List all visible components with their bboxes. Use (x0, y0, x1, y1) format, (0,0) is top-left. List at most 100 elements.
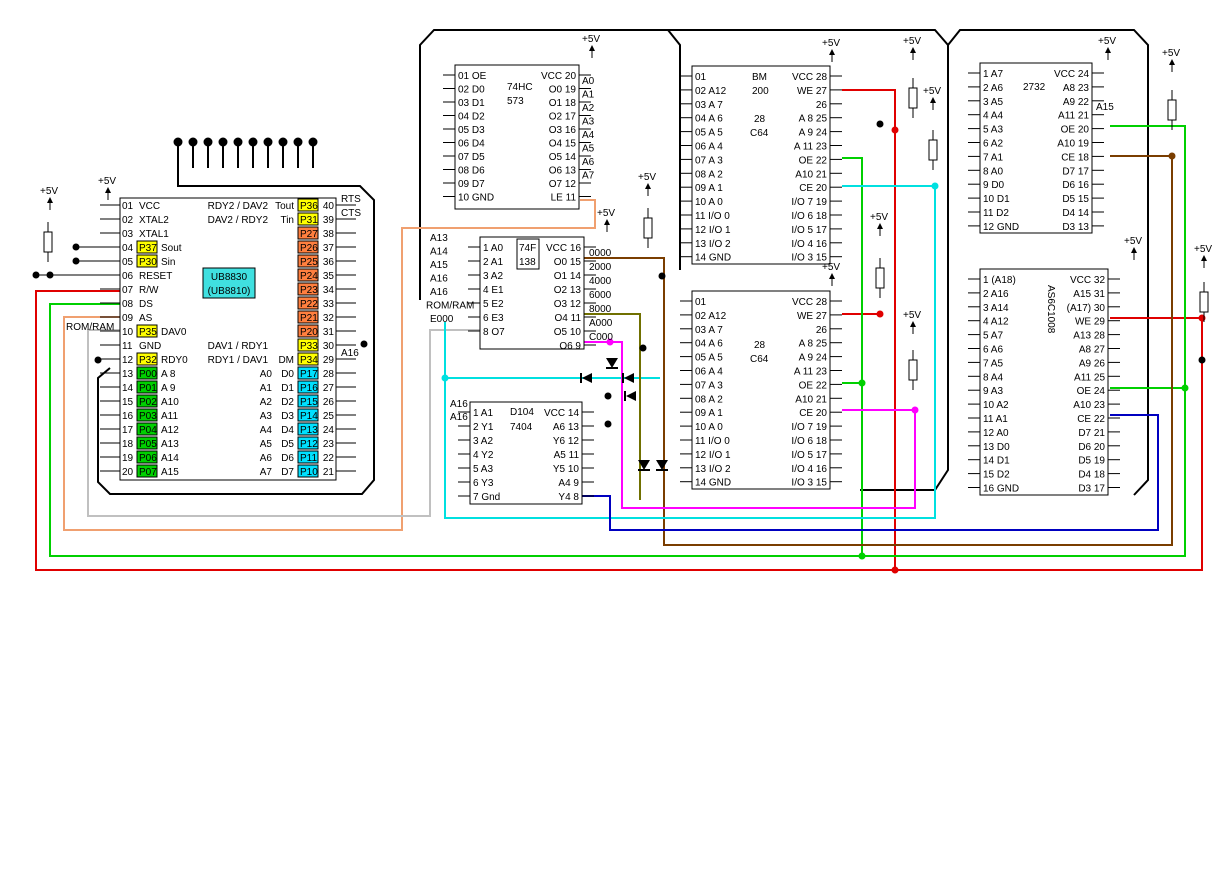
pin-label: RDY1 / DAV1 (208, 355, 269, 366)
pin-label: Y4 8 (558, 492, 579, 503)
pin-label: I/O 7 19 (791, 197, 827, 208)
pin-label: WE 29 (1075, 317, 1105, 328)
junction-dot (604, 420, 612, 428)
pin-label: Sin (161, 257, 175, 268)
pin-label: A5 11 (554, 450, 580, 461)
vcc-arrow (910, 47, 916, 53)
passive-components: +5V+5V+5V+5V+5V+5V+5V+5V+5V+5V+5V+5V+5V+… (40, 34, 1212, 471)
sram-title: 28 (754, 340, 766, 351)
pin-label: VCC 14 (544, 408, 579, 419)
pin-label: 2 A16 (983, 289, 1009, 300)
pin-label: LE 11 (551, 193, 577, 204)
resistor-body (908, 87, 918, 109)
port-cell (297, 310, 319, 324)
port-label: P03 (139, 411, 157, 422)
mcu-id-box (202, 267, 256, 299)
pin-label: 5 A3 (983, 125, 1003, 136)
junction-dot (858, 552, 866, 560)
pin-label: 14 D1 (983, 456, 1010, 467)
mcu-bus-outline (97, 140, 375, 495)
decoder-input-label: A13 (430, 233, 448, 244)
port-cell (297, 296, 319, 310)
port-label: P10 (300, 467, 318, 478)
net-ce-cyan (444, 185, 936, 519)
pin-label: 01 (695, 297, 707, 308)
port-cell (136, 394, 158, 408)
pin-label: 11 I/O 0 (695, 436, 730, 447)
vcc-label: +5V (40, 186, 58, 197)
decoder-addr-label: A000 (589, 318, 613, 329)
junction-dot (658, 272, 666, 280)
decoder-input-label: A14 (430, 247, 448, 258)
sram-chip-2-body (691, 290, 831, 490)
pin-label: 13 D0 (983, 442, 1010, 453)
pin-label: OE 24 (1077, 386, 1106, 397)
port-label: P11 (300, 453, 317, 464)
sram-chip-1-body (691, 65, 831, 265)
pin-label: 4 A12 (983, 317, 1009, 328)
pin-label: 8 A4 (983, 372, 1003, 383)
pin-label: 12 I/O 1 (695, 450, 731, 461)
pin-label: A 9 24 (799, 353, 828, 364)
pin-label: GND (139, 341, 161, 352)
diode-4 (638, 460, 650, 471)
bus-outlines (97, 29, 1149, 496)
junction-dot (203, 137, 213, 147)
a16-label: A16 (341, 348, 359, 359)
latch-out-label: A5 (582, 144, 595, 155)
port-label: P00 (139, 369, 157, 380)
junction-dot (263, 137, 273, 147)
pin-label: 5 A7 (983, 331, 1003, 342)
decoder-addr-label: 8000 (589, 304, 612, 315)
junction-dot (891, 126, 899, 134)
resistor-5 (908, 350, 918, 390)
pin-label: 3 A2 (473, 436, 493, 447)
vcc-symbol-8: +5V (923, 86, 941, 110)
pin-label: 15 D2 (983, 470, 1010, 481)
pin-label: I/O 7 19 (791, 422, 827, 433)
ram-bus-outline (668, 29, 949, 491)
pin-label: A 8 (161, 369, 176, 380)
pin-label: VCC (139, 201, 160, 212)
port-cell (136, 408, 158, 422)
pin-label: D2 (281, 397, 294, 408)
pin-number: 25 (323, 411, 335, 422)
pin-label: XTAL2 (139, 215, 169, 226)
pin-number: 06 (122, 271, 134, 282)
junction-dot (639, 344, 647, 352)
pin-number: 20 (122, 467, 134, 478)
resistor-3 (928, 130, 938, 170)
pin-label: 3 A14 (983, 303, 1009, 314)
vcc-symbol-11: +5V (1098, 36, 1116, 60)
pin-label: A5 (260, 439, 273, 450)
junction-dot (173, 137, 183, 147)
decoder-title-box (516, 238, 540, 270)
junction-dot (606, 338, 614, 346)
pin-label: VCC 28 (792, 297, 827, 308)
junction-dot (308, 137, 318, 147)
pin-label: RDY0 (161, 355, 188, 366)
pin-label: 3 A5 (983, 97, 1003, 108)
pin-label: 11 A1 (983, 414, 1008, 425)
port-label: P01 (139, 383, 157, 394)
vcc-symbol-4: +5V (638, 172, 656, 196)
pin-label: 04 A 6 (695, 339, 723, 350)
port-cell (297, 422, 319, 436)
pin-label: D7 (281, 467, 294, 478)
net-ce-brown (580, 155, 1173, 546)
pin-label: A2 (260, 397, 273, 408)
pin-label: A 9 (161, 383, 176, 394)
pin-label: Y6 12 (553, 436, 580, 447)
pin-label: 08 A 2 (695, 394, 723, 405)
pin-label: A4 (260, 425, 273, 436)
pin-number: 33 (323, 299, 335, 310)
decoder-input-label: A16 (430, 274, 448, 285)
port-cell (297, 394, 319, 408)
pin-label: XTAL1 (139, 229, 169, 240)
pin-label: 5 E2 (483, 299, 504, 310)
vcc-arrow (105, 187, 111, 193)
port-label: P21 (300, 313, 318, 324)
decoder-input-label: ROM/RAM (426, 301, 474, 312)
